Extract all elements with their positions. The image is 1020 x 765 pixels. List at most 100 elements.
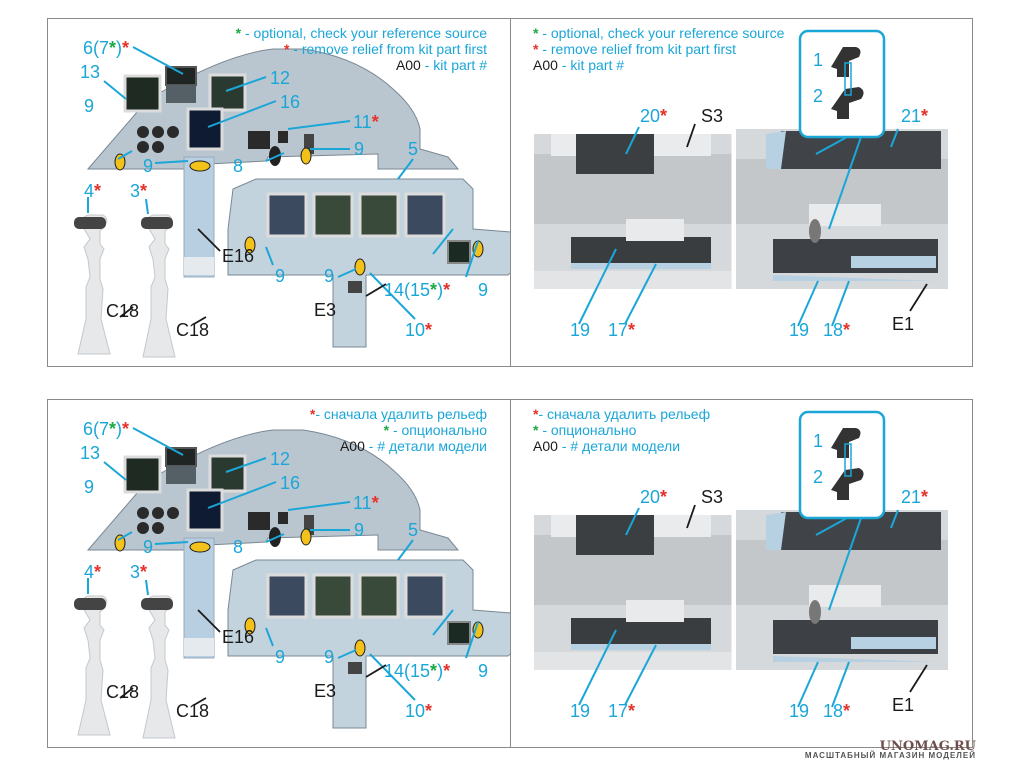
panel-dashboard-en: 6(7*)* 13 9 12 16 11* 9 9 8 5 4* 3* E16 … [47,18,511,367]
kit-part-e1: E1 [892,314,915,334]
callout-19: 19 [789,320,810,340]
watermark-logo: UNOMAG.RU МАСШТАБНЫЙ МАГАЗИН МОДЕЛЕЙ [805,740,976,760]
required-star-icon: * [122,38,130,58]
hazard-strip [354,639,366,657]
main-panel-part [86,429,460,551]
ufcd [165,66,197,86]
kit-part-s3: S3 [701,106,724,126]
legend-ru: *- сначала удалить рельеф * - опциональн… [310,406,487,454]
kit-leaders [119,228,387,325]
callout-9: 9 [84,477,95,497]
required-star-icon: * [443,661,451,681]
callout-11: 11* [353,493,379,513]
control-stick [77,595,111,736]
required-star-icon: * [533,41,539,57]
optional-star-icon: * [533,422,539,438]
kit-part-c18: C18 [176,320,210,340]
lower-mfd [312,192,354,238]
callout-6-7: 6(7*)* [83,38,130,58]
lower-mfd [266,192,308,238]
callout-14-15: 14(15*)* [384,661,451,681]
required-star-icon: * [371,493,379,513]
callout-21: 21* [901,106,929,126]
mfd-left [123,455,162,494]
required-star-icon: * [921,106,929,126]
main-panel-part [86,48,460,170]
callout-leaders [87,46,479,320]
callout-12: 12 [270,68,291,88]
callout-leaders [578,126,899,327]
callout-3: 3* [130,181,148,201]
side-console-illustration [534,29,948,327]
throttle-handle-2 [831,87,864,119]
legend-remove-relief: * - remove relief from kit part first [533,41,737,57]
control-stick [77,214,111,355]
required-star-icon: * [140,181,148,201]
kit-leaders [686,504,928,693]
callout-5: 5 [408,520,419,540]
callout-12: 12 [270,449,291,469]
optional-star-icon: * [430,661,438,681]
legend-kit-part: A00 - kit part # [395,57,487,73]
hazard-strip [354,258,366,276]
hazard-strip [244,617,256,635]
kit-part-c18: C18 [176,701,210,721]
legend-kit-part: A00 - kit part # [533,57,625,73]
callout-1: 1 [813,50,824,70]
callout-6-7: 6(7*)* [83,419,130,439]
required-star-icon: * [843,701,851,721]
required-star-icon: * [660,106,668,126]
callout-1: 1 [813,431,824,451]
legend-remove-relief: * - remove relief from kit part first [283,41,487,57]
ufc-display [447,240,471,264]
callout-4: 4* [84,181,102,201]
lower-mfd [404,573,446,619]
legend-optional: * - optional, check your reference sourc… [533,25,785,41]
required-star-icon: * [921,487,929,507]
callout-9: 9 [143,156,154,176]
callout-17: 17* [608,320,636,340]
callout-20: 20* [640,106,668,126]
callout-9: 9 [275,647,286,667]
lower-mfd [312,573,354,619]
instrument-panel-illustration [74,46,510,358]
panel-side-consoles-en: 1 2 20* S3 21* 19 17* 19 18* E1 * - opti… [510,18,973,367]
callout-10: 10* [405,701,433,721]
callout-13: 13 [80,443,101,463]
required-star-icon: * [283,41,290,57]
legend-ru: *- сначала удалить рельеф * - опциональн… [533,406,710,454]
hazard-strip [300,147,312,165]
callout-17: 17* [608,701,636,721]
legend-remove-relief: *- сначала удалить рельеф [309,406,487,422]
kit-part-e3: E3 [314,300,337,320]
kit-part-e3: E3 [314,681,337,701]
kit-leaders [119,609,387,706]
callout-18: 18* [823,701,851,721]
required-star-icon: * [443,280,451,300]
callout-11: 11* [353,112,379,132]
callout-19: 19 [570,701,591,721]
instrument-panel-illustration [74,427,510,739]
mpcd-center [186,488,224,532]
callout-leaders [578,507,899,708]
callout-9: 9 [354,139,365,159]
throttle-handle-1 [831,47,861,77]
callout-14-15: 14(15*)* [384,280,451,300]
callout-9: 9 [143,537,154,557]
required-star-icon: * [94,181,102,201]
throttle-part [809,600,821,624]
legend-optional: * - опционально [533,422,637,438]
required-star-icon: * [122,419,130,439]
optional-star-icon: * [430,280,438,300]
kit-leaders [686,123,928,312]
callout-4: 4* [84,562,102,582]
callout-21: 21* [901,487,929,507]
callout-9: 9 [478,661,489,681]
hazard-strip [300,528,312,546]
required-star-icon: * [628,701,636,721]
side-console-illustration [534,410,948,708]
callout-3: 3* [130,562,148,582]
callout-8: 8 [233,156,244,176]
kit-part-c18: C18 [106,682,140,702]
legend-kit-part: A00 - # детали модели [339,438,487,454]
